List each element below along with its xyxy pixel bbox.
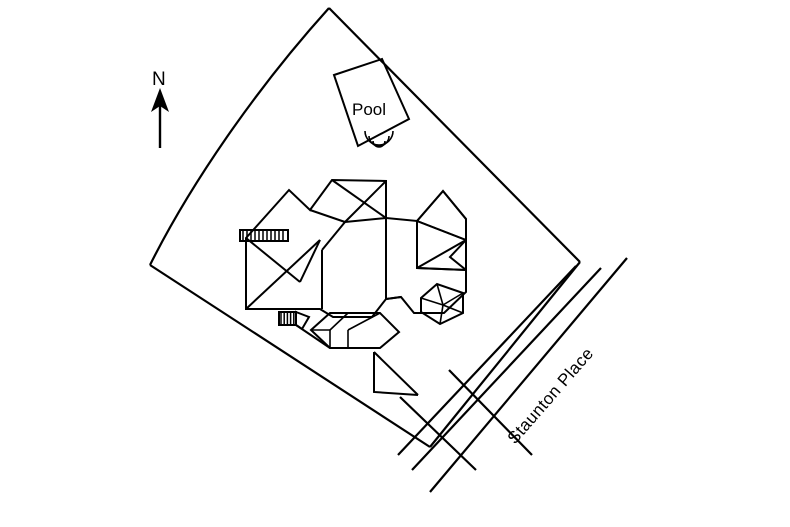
street-name-label: Staunton Place — [504, 344, 598, 448]
pool-group: Pool — [332, 57, 411, 148]
gazebo-hip — [439, 304, 444, 325]
main-house-group — [245, 178, 467, 318]
east-pavilion-hip — [416, 239, 467, 269]
gazebo-group — [420, 282, 464, 326]
pool-step-arc-outer — [364, 130, 394, 146]
secondary-stair-hatching — [280, 313, 295, 324]
lot-boundary-north-edge — [328, 7, 581, 263]
gazebo-hip — [436, 283, 444, 306]
east-pavilion-group — [416, 189, 467, 272]
main-entry-stair-outline — [239, 229, 289, 242]
driveway-edge-left — [399, 396, 477, 471]
south-wing-group — [309, 312, 401, 349]
street-curb-inner — [411, 267, 602, 471]
pool-step-arc-inner — [372, 140, 386, 148]
pool-outline — [332, 57, 411, 148]
roof-ridge — [385, 296, 402, 300]
north-arrow-group: N — [151, 69, 169, 148]
south-porch-edge — [373, 352, 419, 396]
driveway-edge-right — [448, 369, 533, 456]
roof-ridge — [245, 239, 321, 310]
north-arrow-head — [151, 88, 169, 112]
gazebo-hip — [420, 297, 444, 306]
lot-boundary-west-edge — [149, 7, 330, 266]
east-pavilion-outline — [416, 189, 467, 272]
main-entry-stair-group — [239, 229, 289, 242]
secondary-stair-group — [278, 310, 311, 331]
roof-ridge — [331, 179, 387, 219]
roof-ridge — [245, 237, 301, 283]
pool-label: Pool — [352, 100, 386, 119]
roof-ridge — [344, 217, 387, 223]
main-house-outline — [245, 178, 467, 318]
property-boundary-group — [149, 7, 581, 448]
pool-step-arc-middle — [368, 135, 390, 147]
lot-boundary-south-edge — [149, 264, 431, 448]
south-wing-hip — [347, 312, 381, 331]
east-pavilion-hip — [416, 220, 467, 241]
roof-ridge — [309, 209, 346, 223]
street-label-group: Staunton Place — [504, 344, 598, 448]
gazebo-hip — [442, 292, 464, 306]
south-porch-group — [373, 351, 419, 396]
roof-ridge — [299, 239, 321, 283]
roof-ridge — [344, 180, 387, 223]
north-label: N — [152, 69, 166, 90]
gazebo-hip — [442, 304, 464, 314]
street-curb-outer — [429, 257, 628, 493]
south-porch-hip — [373, 351, 419, 396]
main-entry-stair-hatching — [242, 231, 284, 240]
secondary-stair-landing — [295, 310, 311, 331]
roof-ridge — [321, 221, 346, 251]
street-group — [397, 257, 628, 493]
lot-boundary-east-edge — [429, 261, 581, 448]
south-wing-hip — [329, 312, 349, 331]
